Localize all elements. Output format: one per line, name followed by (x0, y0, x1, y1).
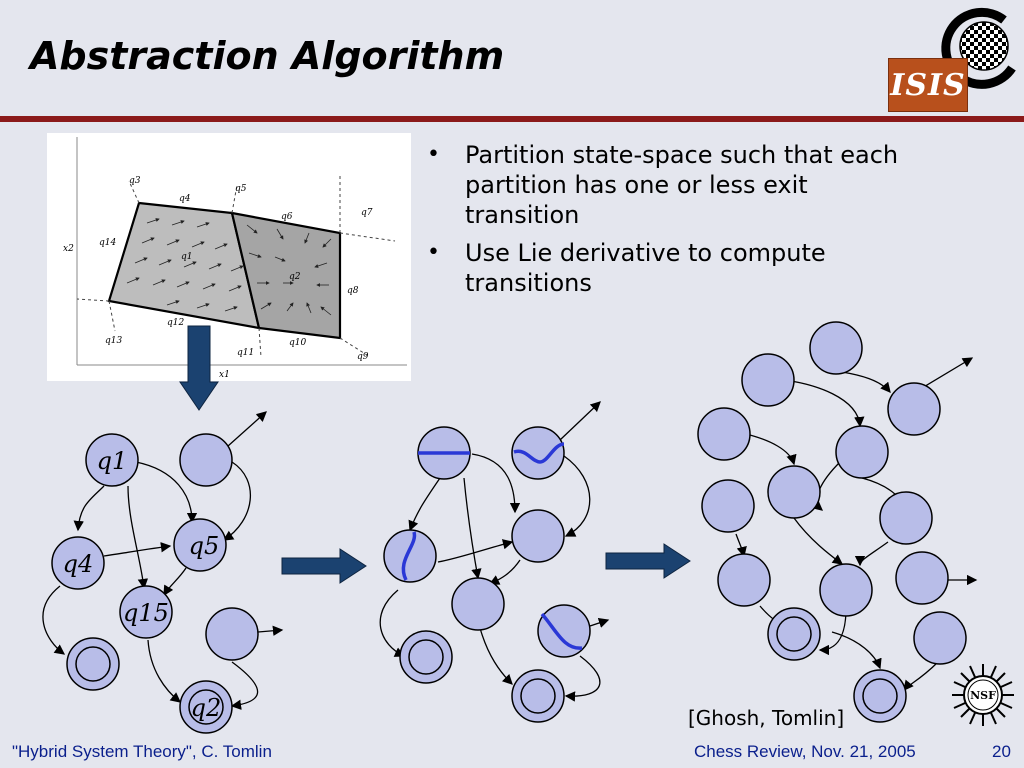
graph1-node-terminal (75, 646, 111, 682)
bullet-dot-icon: • (427, 142, 440, 167)
graph3-node (767, 465, 821, 519)
graph1-label-q4: q4 (63, 550, 94, 578)
graph3-node (887, 382, 941, 436)
state-space-partition-figure: q3 q4 q5 q6 q7 q14 q1 q2 q8 q12 q13 q11 … (47, 133, 411, 381)
footer-right: Chess Review, Nov. 21, 2005 (694, 742, 916, 761)
isis-logo: ISIS (888, 58, 968, 112)
graph1-node-q15 (119, 585, 173, 639)
label-q8: q8 (347, 286, 359, 296)
bullet-item: • Use Lie derivative to compute transitio… (425, 238, 925, 298)
label-q13: q13 (105, 336, 122, 346)
graph2-node-terminal-inner (520, 678, 556, 714)
nsf-logo-text: NSF (970, 689, 996, 702)
bullet-dot-icon: • (427, 240, 440, 265)
graph3-node (879, 491, 933, 545)
highlight-curve (540, 612, 583, 650)
chess-logo-icon (941, 7, 1016, 89)
graph3-node (741, 353, 795, 407)
graph3-node (819, 563, 873, 617)
right-arrow-icon (605, 543, 691, 579)
graph2-node (511, 426, 565, 480)
graph1-node (179, 433, 233, 487)
graph1-node (205, 607, 259, 661)
label-q2: q2 (289, 272, 301, 282)
graph3-node (701, 479, 755, 533)
graph1-node-q2-inner (188, 689, 224, 725)
down-arrow-icon (179, 325, 219, 411)
page-number: 20 (992, 742, 1011, 761)
label-x2: x2 (63, 244, 74, 254)
label-q10: q10 (289, 338, 306, 348)
label-q1: q1 (181, 252, 193, 262)
graph1-label-q1: q1 (97, 447, 128, 475)
graph1-node-q5 (173, 518, 227, 572)
graph1-label-q5: q5 (189, 532, 220, 560)
graph1-node-q4 (51, 536, 105, 590)
graph3-node (717, 553, 771, 607)
graph3-node-terminal-inner (862, 678, 898, 714)
graph3-node (809, 321, 863, 375)
label-q14: q14 (99, 238, 116, 248)
label-q12: q12 (167, 318, 184, 328)
graph1-label-q15: q15 (123, 599, 169, 627)
graph1-label-q2: q2 (191, 694, 222, 722)
graph3-node (835, 425, 889, 479)
bullet-item: • Partition state-space such that each pa… (425, 140, 925, 230)
graph2-node (537, 604, 591, 658)
graph3-node-terminal-inner (776, 616, 812, 652)
graph2-node (451, 577, 505, 631)
graph2-node (511, 509, 565, 563)
label-q5: q5 (235, 184, 247, 194)
nsf-logo-icon: NSF (952, 664, 1014, 726)
label-q6: q6 (281, 212, 293, 222)
right-arrow-icon (281, 548, 367, 584)
label-x1: x1 (219, 370, 230, 380)
graph2-node-terminal-inner (408, 639, 444, 675)
highlight-curve (401, 531, 417, 581)
graph3-node (697, 407, 751, 461)
graph3-node (895, 551, 949, 605)
bullet-text: Use Lie derivative to compute transition… (465, 239, 826, 297)
label-q9: q9 (357, 352, 369, 362)
citation: [Ghosh, Tomlin] (688, 706, 845, 730)
footer-left: "Hybrid System Theory", C. Tomlin (12, 742, 272, 761)
title-rule (0, 116, 1024, 122)
slide-title: Abstraction Algorithm (30, 34, 505, 78)
graph1-node-q1 (85, 433, 139, 487)
highlight-curve (513, 442, 565, 464)
label-q7: q7 (361, 208, 373, 218)
graph2-node (383, 529, 437, 583)
graph3-node (913, 611, 967, 665)
bullet-list: • Partition state-space such that each pa… (425, 140, 925, 306)
bullet-text: Partition state-space such that each par… (465, 141, 899, 229)
label-q3: q3 (129, 176, 141, 186)
label-q11: q11 (237, 348, 254, 358)
label-q4: q4 (179, 194, 191, 204)
